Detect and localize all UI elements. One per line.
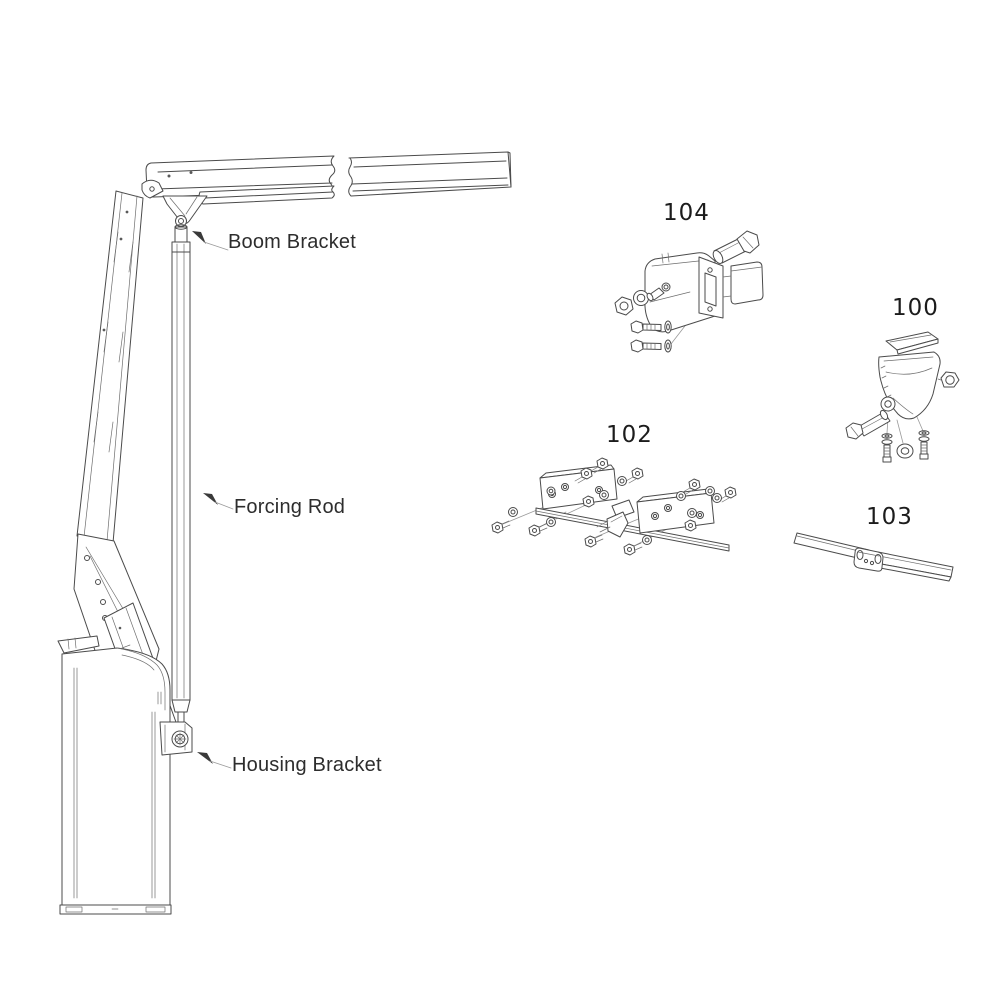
part-number-104: 104 (663, 200, 710, 226)
part-104-drawing (614, 230, 764, 353)
housing-drawing (57, 635, 172, 915)
callout-forcing-rod-label: Forcing Rod (234, 496, 346, 518)
arm-pivot-drawing (141, 179, 164, 199)
part-number-100: 100 (892, 295, 939, 321)
part-102-washers (508, 476, 722, 545)
part-102-screws (491, 457, 737, 556)
forcing-rod-part-drawing (171, 215, 191, 729)
support-arm-drawing (76, 190, 144, 544)
part-number-103: 103 (866, 504, 913, 530)
main-assembly-drawing (57, 151, 512, 915)
housing-bracket-part-drawing (159, 721, 193, 756)
part-102-drawing (491, 457, 737, 556)
part-103-drawing (793, 532, 954, 582)
boom-arm-left-drawing (145, 155, 336, 205)
callout-arrows (192, 231, 234, 769)
callout-boom-bracket-label: Boom Bracket (228, 231, 357, 253)
callout-housing-bracket-label: Housing Bracket (232, 754, 382, 776)
part-100-drawing (845, 331, 960, 463)
part-number-102: 102 (606, 422, 653, 448)
boom-arm-right-drawing (348, 151, 512, 197)
